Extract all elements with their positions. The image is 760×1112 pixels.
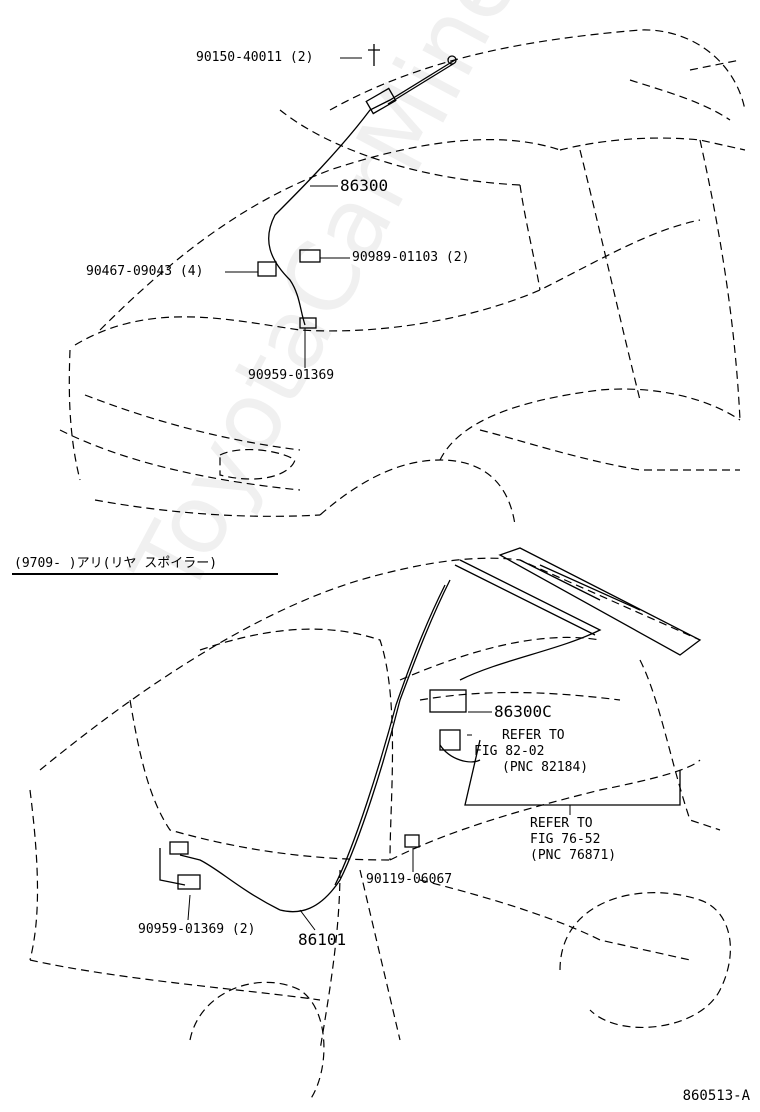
reference-label-refer-to-2: REFER TO [530,816,593,831]
upper-antenna-cable [257,44,457,329]
lower-vehicle-outline [29,557,731,1101]
reference-label-fig-82-02: FIG 82-02 [474,744,545,759]
part-label-90959-01369: 90959-01369 [248,368,335,383]
part-label-90989-01103: 90989-01103 (2) [352,250,470,265]
part-label-90119-06067: 90119-06067 [366,872,453,887]
reference-label-pnc-82184: (PNC 82184) [502,760,589,775]
part-label-86101: 86101 [298,930,347,949]
reference-label-pnc-76871: (PNC 76871) [530,848,617,863]
upper-leader-lines [225,57,362,368]
part-label-90467-09043: 90467-09043 (4) [86,264,204,279]
lower-spoiler [498,547,702,656]
figure-id: 860513-A [682,1088,750,1104]
section-underline [12,573,278,575]
part-label-86300: 86300 [340,176,389,195]
section-header: (9709- )アリ(リヤ スポイラー) [14,556,218,571]
part-label-90150-40011: 90150-40011 (2) [196,50,314,65]
reference-label-fig-76-52: FIG 76-52 [530,832,601,847]
part-label-86300c: 86300C [494,702,552,721]
lower-leader-lines [187,711,571,931]
lower-antenna-cable [159,559,681,913]
reference-label-refer-to-1: REFER TO [502,728,565,743]
part-label-90959-01369-x2: 90959-01369 (2) [138,922,256,937]
upper-vehicle-outline [59,29,746,526]
